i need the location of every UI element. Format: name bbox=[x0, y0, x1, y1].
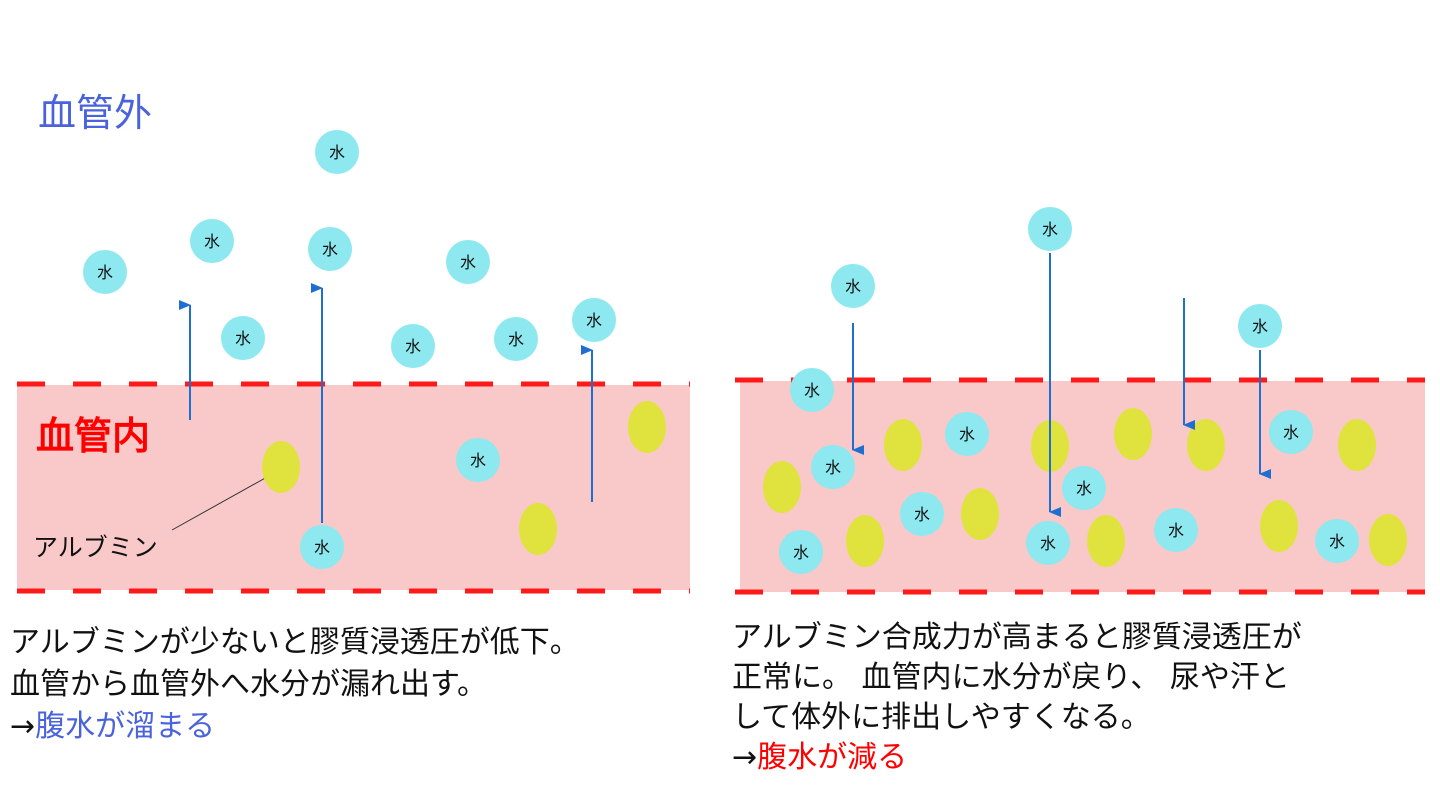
albumin-particle bbox=[1338, 419, 1376, 471]
label-inside-vessel: 血管内 bbox=[36, 414, 151, 458]
water-label: 水 bbox=[793, 543, 809, 562]
water-molecule bbox=[315, 130, 359, 174]
water-label: 水 bbox=[405, 337, 421, 356]
water-label: 水 bbox=[586, 311, 602, 330]
albumin-pointer-line bbox=[171, 471, 277, 531]
water-label: 水 bbox=[329, 143, 345, 162]
water-label: 水 bbox=[845, 277, 861, 296]
water-label: 水 bbox=[314, 538, 330, 557]
water-molecule bbox=[779, 530, 823, 574]
water-molecule bbox=[308, 227, 352, 271]
water-molecule bbox=[1269, 410, 1313, 454]
water-molecule bbox=[831, 264, 875, 308]
water-molecule bbox=[900, 492, 944, 536]
result-text: 腹水が溜まる bbox=[35, 709, 216, 744]
right-caption-result: →腹水が減る bbox=[732, 738, 1302, 778]
water-label: 水 bbox=[508, 330, 524, 349]
albumin-particle bbox=[1260, 500, 1298, 552]
water-molecule bbox=[790, 368, 834, 412]
water-label: 水 bbox=[1040, 534, 1056, 553]
left-caption-line1: アルブミンが少ないと膠質浸透圧が低下。 bbox=[10, 625, 580, 660]
water-molecule bbox=[572, 298, 616, 342]
albumin-particle bbox=[1187, 419, 1225, 471]
albumin-particle bbox=[519, 503, 557, 555]
right-caption-line3: して体外に排出しやすくなる。 bbox=[732, 700, 1151, 735]
albumin-particle bbox=[1087, 515, 1125, 567]
water-molecule bbox=[494, 317, 538, 361]
water-label: 水 bbox=[914, 505, 930, 524]
label-albumin: アルブミン bbox=[33, 533, 158, 562]
albumin-particle bbox=[262, 441, 300, 493]
left-caption-line2: 血管から血管外へ水分が漏れ出す。 bbox=[10, 667, 487, 702]
albumin-particle bbox=[884, 419, 922, 471]
albumin-particle bbox=[1369, 514, 1407, 566]
water-label: 水 bbox=[825, 458, 841, 477]
albumin-particle bbox=[846, 515, 884, 567]
water-label: 水 bbox=[1042, 220, 1058, 239]
water-molecule bbox=[811, 445, 855, 489]
water-molecule bbox=[945, 412, 989, 456]
label-outside-vessel: 血管外 bbox=[38, 91, 153, 135]
water-molecule bbox=[1238, 304, 1282, 348]
water-label: 水 bbox=[204, 232, 220, 251]
water-molecule bbox=[1028, 207, 1072, 251]
right-caption: アルブミン合成力が高まると膠質浸透圧が 正常に。 血管内に水分が戻り、 尿や汗と… bbox=[732, 618, 1302, 778]
water-label: 水 bbox=[97, 263, 113, 282]
water-molecule bbox=[190, 219, 234, 263]
water-molecule bbox=[221, 316, 265, 360]
albumin-particle bbox=[961, 488, 999, 540]
water-label: 水 bbox=[1076, 479, 1092, 498]
water-label: 水 bbox=[322, 240, 338, 259]
water-molecule bbox=[83, 250, 127, 294]
water-molecule bbox=[300, 525, 344, 569]
water-molecule bbox=[446, 240, 490, 284]
left-caption-result: →腹水が溜まる bbox=[10, 706, 580, 748]
water-label: 水 bbox=[470, 451, 486, 470]
right-caption-line2: 正常に。 血管内に水分が戻り、 尿や汗と bbox=[732, 660, 1290, 695]
water-label: 水 bbox=[460, 253, 476, 272]
water-label: 水 bbox=[804, 381, 820, 400]
water-molecule bbox=[1154, 508, 1198, 552]
water-label: 水 bbox=[959, 425, 975, 444]
water-molecule bbox=[456, 438, 500, 482]
left-caption: アルブミンが少ないと膠質浸透圧が低下。 血管から血管外へ水分が漏れ出す。 →腹水… bbox=[10, 622, 580, 748]
water-molecule bbox=[1026, 521, 1070, 565]
albumin-particle bbox=[1114, 408, 1152, 460]
water-label: 水 bbox=[1329, 532, 1345, 551]
albumin-particle bbox=[628, 401, 666, 453]
water-molecule bbox=[391, 324, 435, 368]
water-molecule bbox=[1315, 519, 1359, 563]
result-text: 腹水が減る bbox=[757, 740, 908, 775]
water-molecule bbox=[1062, 466, 1106, 510]
arrow: → bbox=[732, 740, 758, 775]
water-label: 水 bbox=[1168, 521, 1184, 540]
arrow: → bbox=[10, 709, 36, 744]
water-label: 水 bbox=[235, 329, 251, 348]
vessel-left bbox=[17, 385, 690, 590]
albumin-particle bbox=[763, 461, 801, 513]
water-label: 水 bbox=[1283, 423, 1299, 442]
water-label: 水 bbox=[1252, 317, 1268, 336]
right-caption-line1: アルブミン合成力が高まると膠質浸透圧が bbox=[732, 620, 1302, 655]
